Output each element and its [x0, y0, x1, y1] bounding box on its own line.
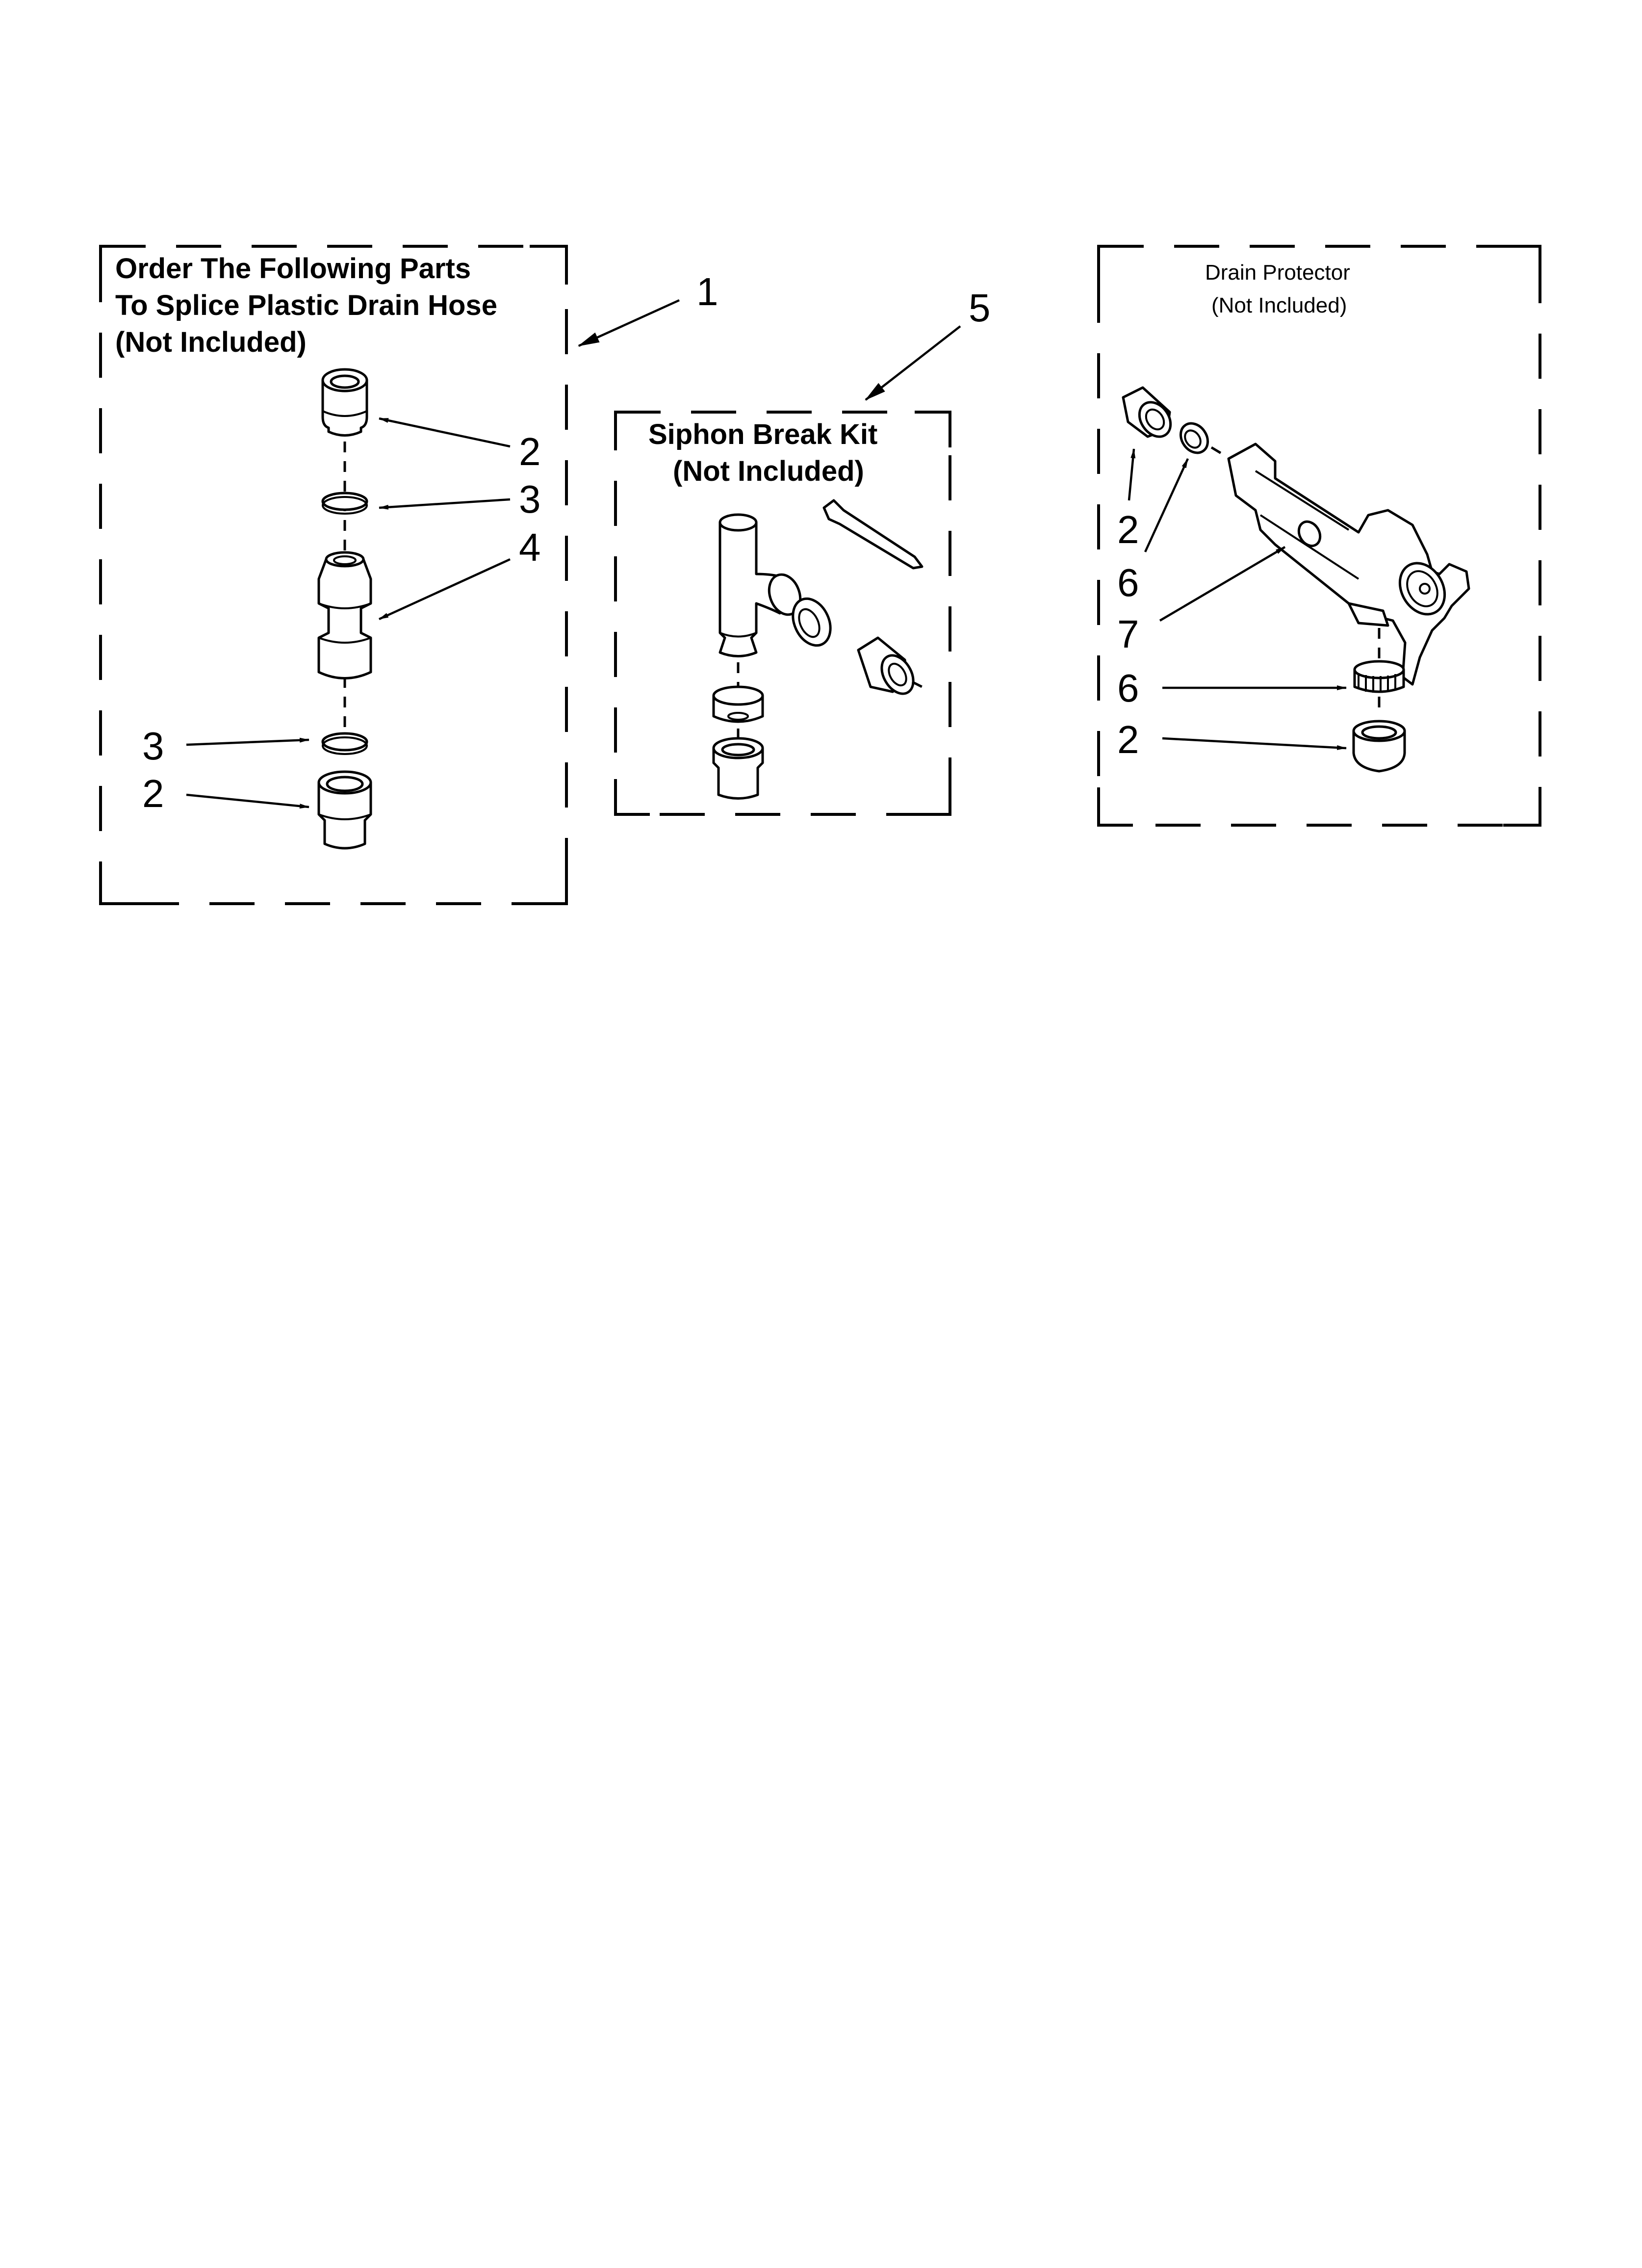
siphon-break-kit-title-line-2: (Not Included) — [673, 455, 864, 487]
hose-coupling-top — [321, 368, 368, 437]
callout-splice-2-top: 2 — [519, 430, 541, 473]
splice-kit-title-line-3: (Not Included) — [115, 326, 307, 358]
siphon-break-kit-frame — [614, 411, 951, 816]
siphon-coupling-right — [857, 636, 915, 695]
drain-protector-panel: Drain Protector (Not Included) — [1097, 245, 1541, 827]
callout-splice-2-bottom: 2 — [142, 772, 164, 815]
drain-protector-title-line-2: (Not Included) — [1211, 293, 1347, 317]
splice-kit-title-line-1: Order The Following Parts — [115, 253, 471, 285]
drain-clamp-top — [1179, 422, 1209, 454]
drain-protector-body — [1227, 443, 1470, 686]
splice-kit-frame — [99, 245, 568, 905]
siphon-clamp-ring-right — [792, 597, 832, 647]
splice-kit-title-line-2: To Splice Plastic Drain Hose — [115, 289, 497, 321]
callout-1: 1 — [696, 270, 718, 313]
drain-coupling-bottom — [1352, 720, 1406, 773]
drain-protector-title-line-1: Drain Protector — [1205, 261, 1350, 285]
callout-splice-3-bottom: 3 — [142, 724, 164, 768]
siphon-coupling-bottom — [712, 737, 764, 800]
siphon-break-kit-panel: Siphon Break Kit (Not Included) 5 — [614, 286, 991, 816]
drain-clamp-bottom — [1353, 660, 1405, 693]
callout-drain-2-bottom: 2 — [1117, 718, 1139, 761]
callout-splice-3-top: 3 — [519, 477, 541, 521]
drain-coupling-top — [1122, 386, 1172, 438]
callout-5: 5 — [969, 286, 991, 330]
hose-clamp-bottom — [321, 732, 368, 755]
siphon-cable-tie — [822, 499, 924, 570]
hose-clamp-top — [321, 492, 368, 515]
barbed-connector — [317, 551, 372, 679]
hose-coupling-bottom — [317, 770, 372, 850]
leader-1 — [577, 299, 680, 347]
siphon-tee-fitting — [718, 513, 802, 657]
splice-kit-panel: Order The Following Parts To Splice Plas… — [99, 245, 718, 905]
callout-drain-7: 7 — [1117, 612, 1139, 656]
callout-drain-6-bottom: 6 — [1117, 666, 1139, 710]
drain-protector-frame — [1097, 245, 1541, 827]
callout-drain-6-top: 6 — [1117, 561, 1139, 604]
siphon-clamp-ring — [712, 685, 764, 723]
callout-splice-4: 4 — [519, 525, 541, 569]
siphon-break-kit-title-line-1: Siphon Break Kit — [648, 418, 877, 450]
leader-5 — [865, 325, 961, 401]
callout-drain-2-top: 2 — [1117, 508, 1139, 551]
